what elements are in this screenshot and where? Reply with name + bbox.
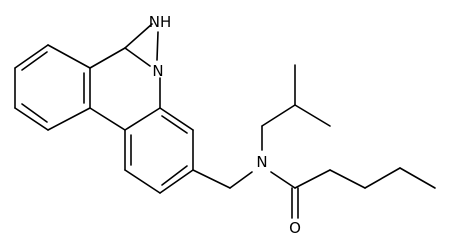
carbonyl-o-label: O: [289, 219, 301, 237]
bond: [364, 167, 401, 189]
bond: [294, 104, 331, 127]
bond: [124, 23, 153, 49]
bond: [124, 169, 161, 194]
bond: [229, 171, 253, 189]
double-bond-inner: [161, 165, 188, 186]
bond: [329, 169, 366, 189]
bond: [270, 171, 296, 189]
bond: [124, 47, 151, 67]
aziridine-ring: [124, 23, 159, 61]
bond: [47, 107, 91, 131]
bond: [89, 107, 126, 131]
double-bond-inner: [161, 115, 188, 134]
double-bond-inner: [21, 103, 48, 123]
aziridine-nh-label: NH: [149, 13, 172, 31]
bond: [47, 44, 91, 69]
bond: [294, 169, 331, 189]
bond: [156, 31, 159, 61]
double-bond-inner: [21, 51, 48, 71]
bond: [14, 44, 49, 69]
bond: [89, 47, 126, 69]
bond: [261, 104, 296, 127]
side-chain: [192, 64, 436, 219]
right-benzene-ring: [124, 107, 194, 194]
bond: [14, 107, 49, 131]
amide-n-label: N: [256, 153, 267, 171]
central-ring: [89, 47, 161, 131]
bond: [159, 169, 194, 194]
bond: [159, 107, 194, 131]
left-benzene-ring: [14, 44, 91, 131]
bond: [124, 107, 161, 131]
bond: [192, 169, 231, 189]
bond: [399, 167, 436, 189]
aziridine-n-label: N: [152, 62, 163, 80]
